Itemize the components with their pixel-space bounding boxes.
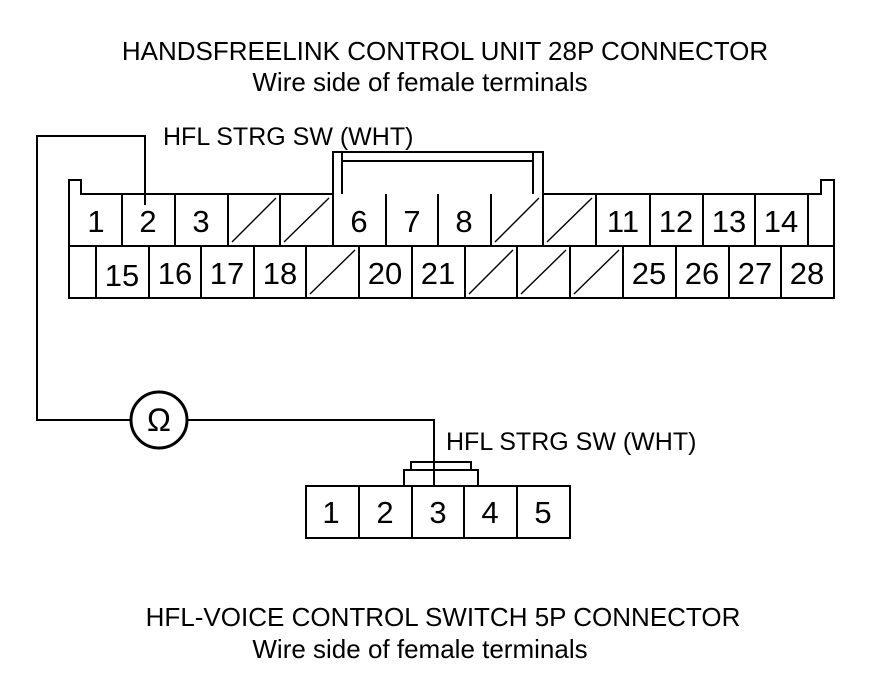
row1-dividers <box>121 194 809 246</box>
row2-empty-cells <box>309 249 620 295</box>
top-wire-label: HFL STRG SW (WHT) <box>163 123 413 151</box>
pin-label: 12 <box>659 204 693 239</box>
top-connector-title: HANDSFREELINK CONTROL UNIT 28P CONNECTOR <box>122 36 768 66</box>
top-connector-subtitle: Wire side of female terminals <box>252 67 587 97</box>
pin-label: 4 <box>481 495 498 530</box>
pin-label: 3 <box>192 204 209 239</box>
pin-label: 11 <box>607 204 639 239</box>
pin-label: 21 <box>421 256 455 291</box>
pin-label: 20 <box>368 256 402 291</box>
row1-empty-cells <box>231 197 593 243</box>
row2-pin-labels: 15 16 17 18 20 21 25 26 27 28 <box>105 256 824 293</box>
pin-label: 7 <box>403 204 420 239</box>
pin-label: 14 <box>764 204 798 239</box>
top-connector-28p: 1 2 3 6 7 8 11 12 13 14 15 16 17 18 20 2… <box>68 151 835 299</box>
row2-dividers <box>95 246 782 298</box>
pin-label: 6 <box>350 204 367 239</box>
pin-label: 3 <box>429 495 446 530</box>
pin-label: 15 <box>105 258 139 293</box>
pin-label: 28 <box>790 256 824 291</box>
pin-label: 25 <box>632 256 666 291</box>
pin-label: 5 <box>534 495 551 530</box>
pin-label: 1 <box>87 204 104 239</box>
pin-label: 2 <box>139 204 156 239</box>
pin-label: 8 <box>455 204 472 239</box>
pin-label: 27 <box>738 256 772 291</box>
pin-label: 18 <box>263 256 297 291</box>
pin-label: 1 <box>322 495 339 530</box>
pin-label: 26 <box>685 256 719 291</box>
pin-label: 17 <box>210 256 244 291</box>
bottom-connector-outline <box>305 485 571 539</box>
ohmmeter-symbol: Ω <box>129 390 189 450</box>
ohmmeter-icon <box>129 390 189 450</box>
top-connector-outline <box>68 151 835 299</box>
probe-wire-right <box>187 419 435 486</box>
bottom-lock-tab <box>403 461 479 486</box>
bottom-connector-title: HFL-VOICE CONTROL SWITCH 5P CONNECTOR <box>146 602 741 632</box>
bottom-wire-label: HFL STRG SW (WHT) <box>446 428 696 456</box>
pin-label: 2 <box>376 495 393 530</box>
bottom-connector-subtitle: Wire side of female terminals <box>252 634 587 664</box>
pin-label: 13 <box>712 204 746 239</box>
pin-label: 16 <box>158 256 192 291</box>
bottom-connector-5p: 1 2 3 4 5 <box>305 461 571 539</box>
row1-pin-labels: 1 2 3 6 7 8 11 12 13 14 <box>87 204 798 239</box>
ohm-icon: Ω <box>147 402 171 438</box>
probe-wire-left <box>36 135 146 421</box>
